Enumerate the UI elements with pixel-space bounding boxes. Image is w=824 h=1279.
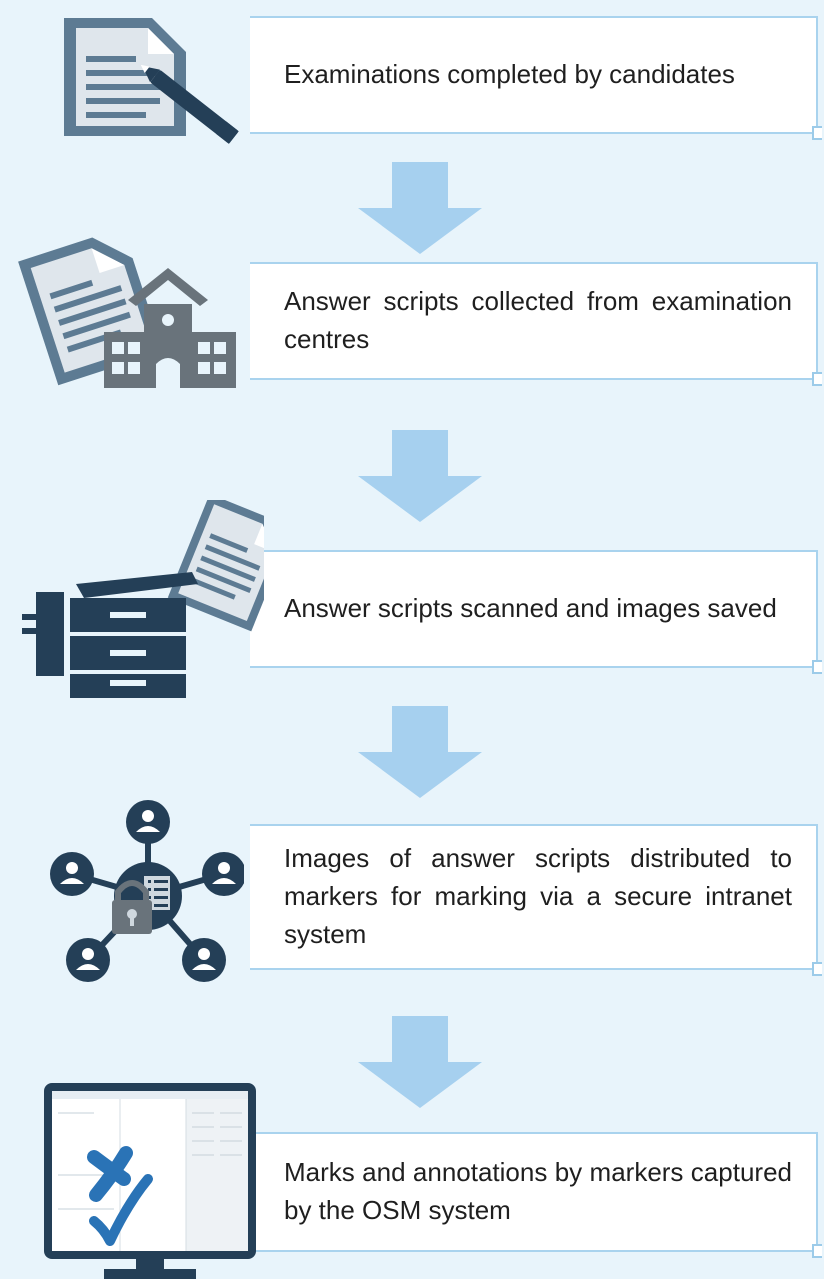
- step-text-5: Marks and annotations by markers capture…: [284, 1157, 792, 1225]
- down-arrow-icon: [358, 430, 482, 522]
- step-text-4: Images of answer scripts distributed to …: [284, 843, 792, 949]
- box-tab: [812, 962, 822, 976]
- box-tab: [812, 126, 822, 140]
- scanner-document-icon: [22, 500, 264, 698]
- step-box-1: Examinations completed by candidates: [250, 16, 822, 140]
- step-text-3: Answer scripts scanned and images saved: [284, 593, 777, 624]
- step-text-1: Examinations completed by candidates: [284, 59, 735, 90]
- document-school-icon: [18, 237, 236, 388]
- box-tab: [812, 372, 822, 386]
- document-pen-icon: [64, 18, 239, 144]
- step-text-2: Answer scripts collected from examinatio…: [284, 286, 792, 354]
- down-arrow-icon: [358, 706, 482, 798]
- down-arrow-icon: [358, 1016, 482, 1108]
- step-box-4: Images of answer scripts distributed to …: [250, 824, 822, 976]
- secure-network-icon: [50, 800, 244, 982]
- down-arrow-icon: [358, 162, 482, 254]
- box-tab: [812, 660, 822, 674]
- monitor-marking-icon: [44, 1083, 256, 1279]
- box-tab: [812, 1244, 822, 1258]
- step-box-2: Answer scripts collected from examinatio…: [250, 262, 822, 386]
- step-box-5: Marks and annotations by markers capture…: [250, 1132, 822, 1258]
- step-box-3: Answer scripts scanned and images saved: [250, 550, 822, 674]
